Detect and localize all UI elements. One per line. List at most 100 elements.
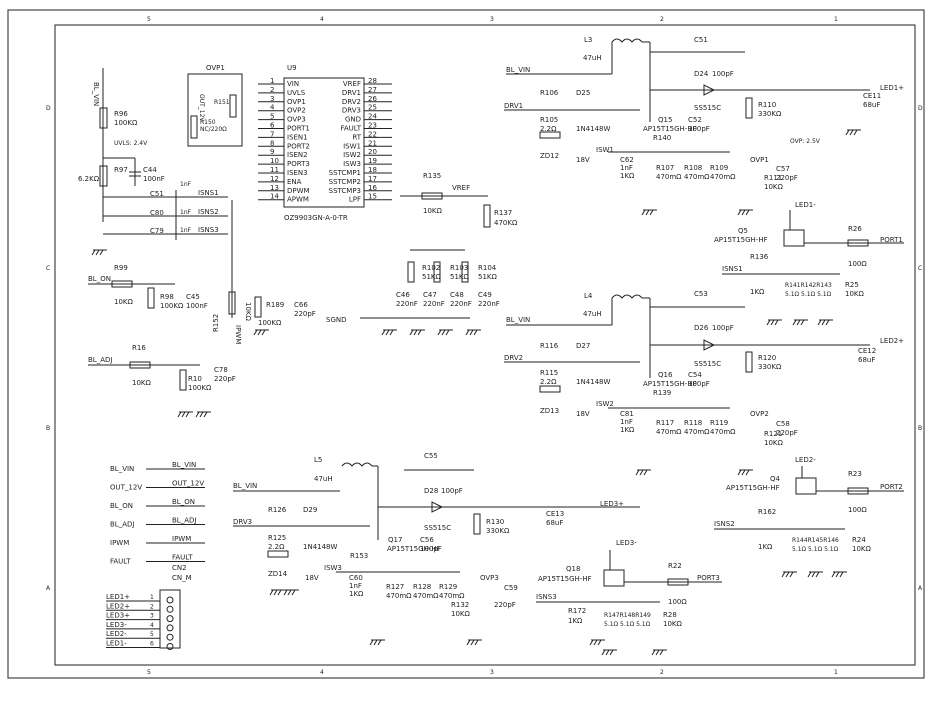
r98-label: R98 [160,293,174,301]
port3-r136-value: 1KΩ [568,617,583,625]
connector-pin-label: LED2- [106,630,127,638]
ch3-inductor [341,462,373,467]
connector-pin-label: LED1+ [106,593,130,601]
ic-right-pin-name: ISW1 [343,142,361,150]
ic-right-pin-number: 16 [368,184,377,192]
ch2-r120-value: 330KΩ [758,363,782,371]
ch1-r140-label: R140 [653,134,671,142]
ic-right-pin-name: ISW2 [343,151,361,159]
ch1-r107-value: 470mΩ [656,173,682,181]
ch2-mosfet-label: Q16 [658,371,673,379]
port2-isns: ISNS2 [714,520,735,528]
zone-left-d: D [46,105,51,112]
ic-right-pin-number: 15 [368,193,377,201]
connector-body [159,589,181,649]
port1-led-minus: LED1- [795,201,816,209]
ground-icon [589,639,605,646]
ch2-d27-value: 1N4148W [576,378,611,386]
ch3-d29-label: D29 [303,506,317,514]
c49-label: C49 [478,291,492,299]
ic-left-pin-name: ENA [287,178,302,186]
ic-left-pin-name: PORT2 [287,142,310,150]
ic-left-pin-number: 9 [270,148,274,156]
net-alias-source: IPWM [110,539,129,547]
ch3-zener-value: 18V [305,574,319,582]
ch1-ce-value: 68uF [863,101,880,109]
ch3-snubber-cap-label: C55 [424,452,438,460]
port3-rb-value: 10KΩ [663,620,682,628]
port3-led-minus: LED3- [616,539,637,547]
r99-value: 10KΩ [114,298,133,306]
ic-body [283,77,365,208]
zone-right-b: B [918,425,922,432]
ch2-r115-value: 2.2Ω [540,378,557,386]
ic-left-pin-name: APWM [287,196,309,204]
ch1-snubber-cap-value: 100pF [712,70,734,78]
ic-left-pin-name: DPWM [287,187,310,195]
ch3-r125-value: 2.2Ω [268,543,285,551]
ic-ref: U9 [287,64,297,72]
c66-value: 220pF [294,310,316,318]
ch2-r117-label: R117 [656,419,674,427]
ch1-r110-label: R110 [758,101,776,109]
c49-value: 220nF [478,300,500,308]
zone-bottom-5: 5 [147,669,151,676]
ic-left-pin-number: 12 [270,175,279,183]
connector-pin-label: LED3+ [106,612,130,620]
ground-symbols [91,129,861,656]
ch1-led-plus: LED1+ [880,84,904,92]
port3-sense-labels: R147R148R149 [604,612,651,619]
ch3-r132-label: R132 [451,601,469,609]
ic-right-pin-name: DRV2 [342,98,361,106]
r10-resistor [179,369,187,391]
ch1-r105-resistor [539,131,561,139]
net-alias-target: OUT_12V [172,480,204,488]
ch3-mosfet-label: Q17 [388,536,402,544]
port3-mosfet [603,569,625,587]
ch1-r105-label: R105 [540,116,558,124]
zone-top-5: 5 [147,16,151,23]
ground-icon [253,329,269,336]
ic-right-pin-name: SSTCMP3 [329,187,361,195]
ch3-inductor-value: 47uH [314,475,333,483]
ch3-c60-value: 1nF [349,582,362,590]
ch1-r110-value: 330KΩ [758,110,782,118]
ch1-mosfet-label: Q15 [658,116,672,124]
r189-resistor [254,296,262,318]
ch3-zener-label: ZD14 [268,570,288,578]
ch2-diode-label: D26 [694,324,709,332]
ch3-r128-label: R128 [413,583,431,591]
r102-value: 51KΩ [422,273,441,281]
ch3-r129-label: R129 [439,583,457,591]
ground-icon [369,639,385,646]
c78-value: 220pF [214,375,236,383]
c45-label: C45 [186,293,200,301]
ic-right-pin-number: 28 [368,77,377,85]
ch2-c81-resistor: 1KΩ [620,426,635,434]
connector-pin-label: LED3- [106,621,127,629]
ic-left-pin-name: ISEN2 [287,151,308,159]
port2-rb-value: 10KΩ [852,545,871,553]
ic-right-pin-name: SSTCMP2 [329,178,361,186]
ch2-c54-value: 100pF [688,380,710,388]
ic-right-pin-number: 27 [368,86,377,94]
zone-top-1: 1 [834,16,838,23]
ch3-c56-label: C56 [420,536,434,544]
ic-right-pin-number: 25 [368,104,377,112]
ic-left-pin-number: 11 [270,166,279,174]
c79-label: C79 [150,227,164,235]
port1-net: PORT1 [880,236,903,244]
ch3-snubber-cap-value: 100pF [441,487,463,495]
ch1-zener-value: 18V [576,156,590,164]
r152-resistor [228,291,236,315]
ch2-zener-value: 18V [576,410,590,418]
zone-top-2: 2 [660,16,664,23]
net-alias-target: BL_VIN [172,461,196,469]
ground-icon [177,411,193,418]
ic-left-pin-name: VIN [287,80,299,88]
ch2-snubber-cap-value: 100pF [712,324,734,332]
port3-r136-label: R172 [568,607,586,615]
ic-left-pin-number: 5 [270,113,274,121]
ch1-d25-label: D25 [576,89,590,97]
